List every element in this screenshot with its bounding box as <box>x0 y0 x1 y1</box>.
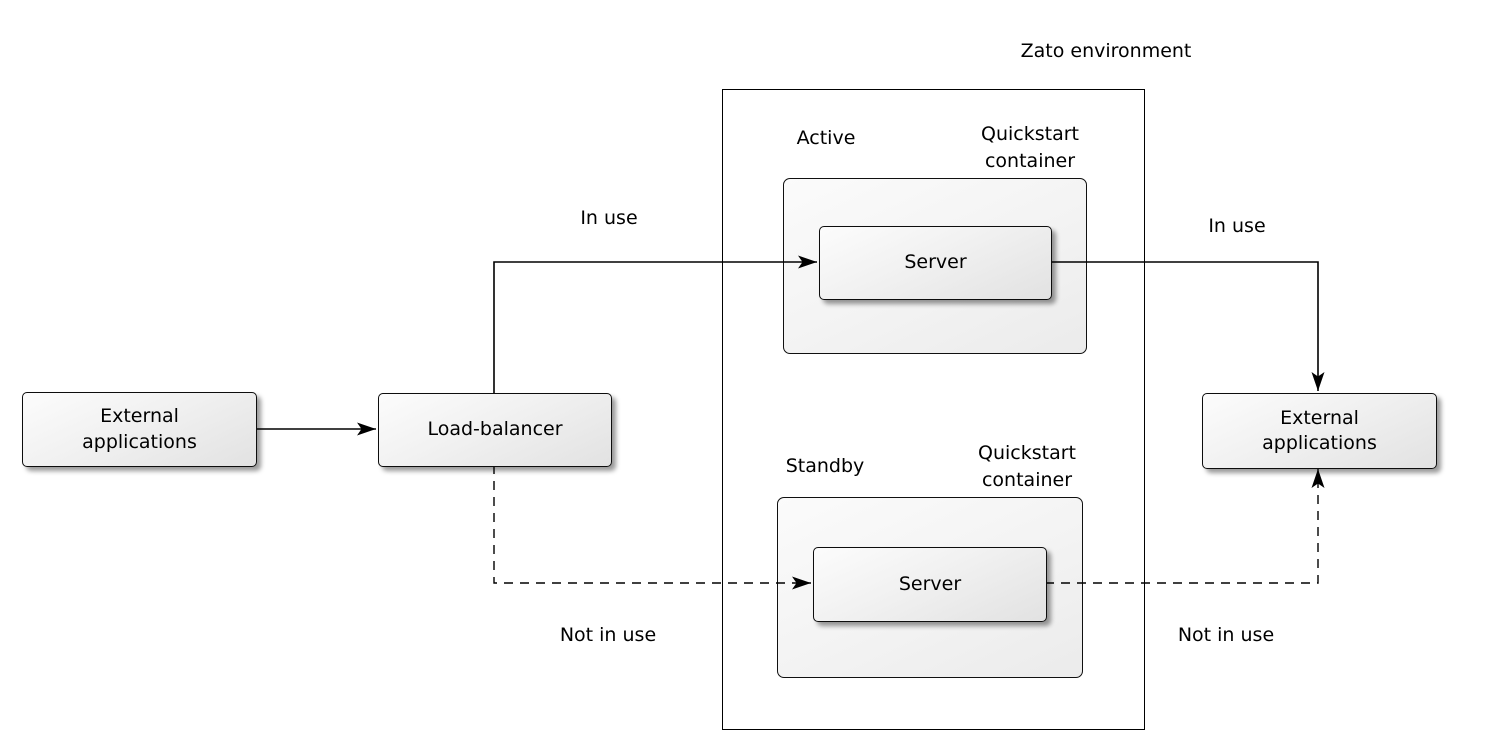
node-label: External applications <box>82 405 197 453</box>
label-in-use-left: In use <box>580 207 638 229</box>
node-standby-server: Server <box>813 547 1047 622</box>
label-standby: Standby <box>785 455 865 477</box>
node-label: Load-balancer <box>427 418 563 441</box>
label-not-in-use-right: Not in use <box>1177 624 1275 646</box>
zato-environment-boundary <box>722 89 1145 730</box>
diagram-title: Zato environment <box>1020 40 1192 62</box>
node-label: External applications <box>1262 406 1377 454</box>
edge-standby-server-to-external-right-dashed <box>1045 469 1325 584</box>
edge-load-balancer-to-active-server <box>493 255 817 393</box>
node-active-server: Server <box>819 226 1052 300</box>
label-quickstart-container-top: Quickstart container <box>981 123 1079 172</box>
label-active: Active <box>796 127 856 149</box>
node-label: Server <box>904 251 967 274</box>
node-load-balancer: Load-balancer <box>378 393 612 467</box>
label-quickstart-container-bottom: Quickstart container <box>978 442 1076 491</box>
node-label: Server <box>898 572 962 595</box>
edge-active-server-to-external-right <box>1050 261 1325 391</box>
node-external-applications-right: External applications <box>1202 393 1437 469</box>
label-in-use-right: In use <box>1208 215 1266 237</box>
node-external-applications-left: External applications <box>22 392 257 467</box>
label-not-in-use-left: Not in use <box>559 624 657 646</box>
edge-load-balancer-to-standby-server-dashed <box>493 465 811 590</box>
